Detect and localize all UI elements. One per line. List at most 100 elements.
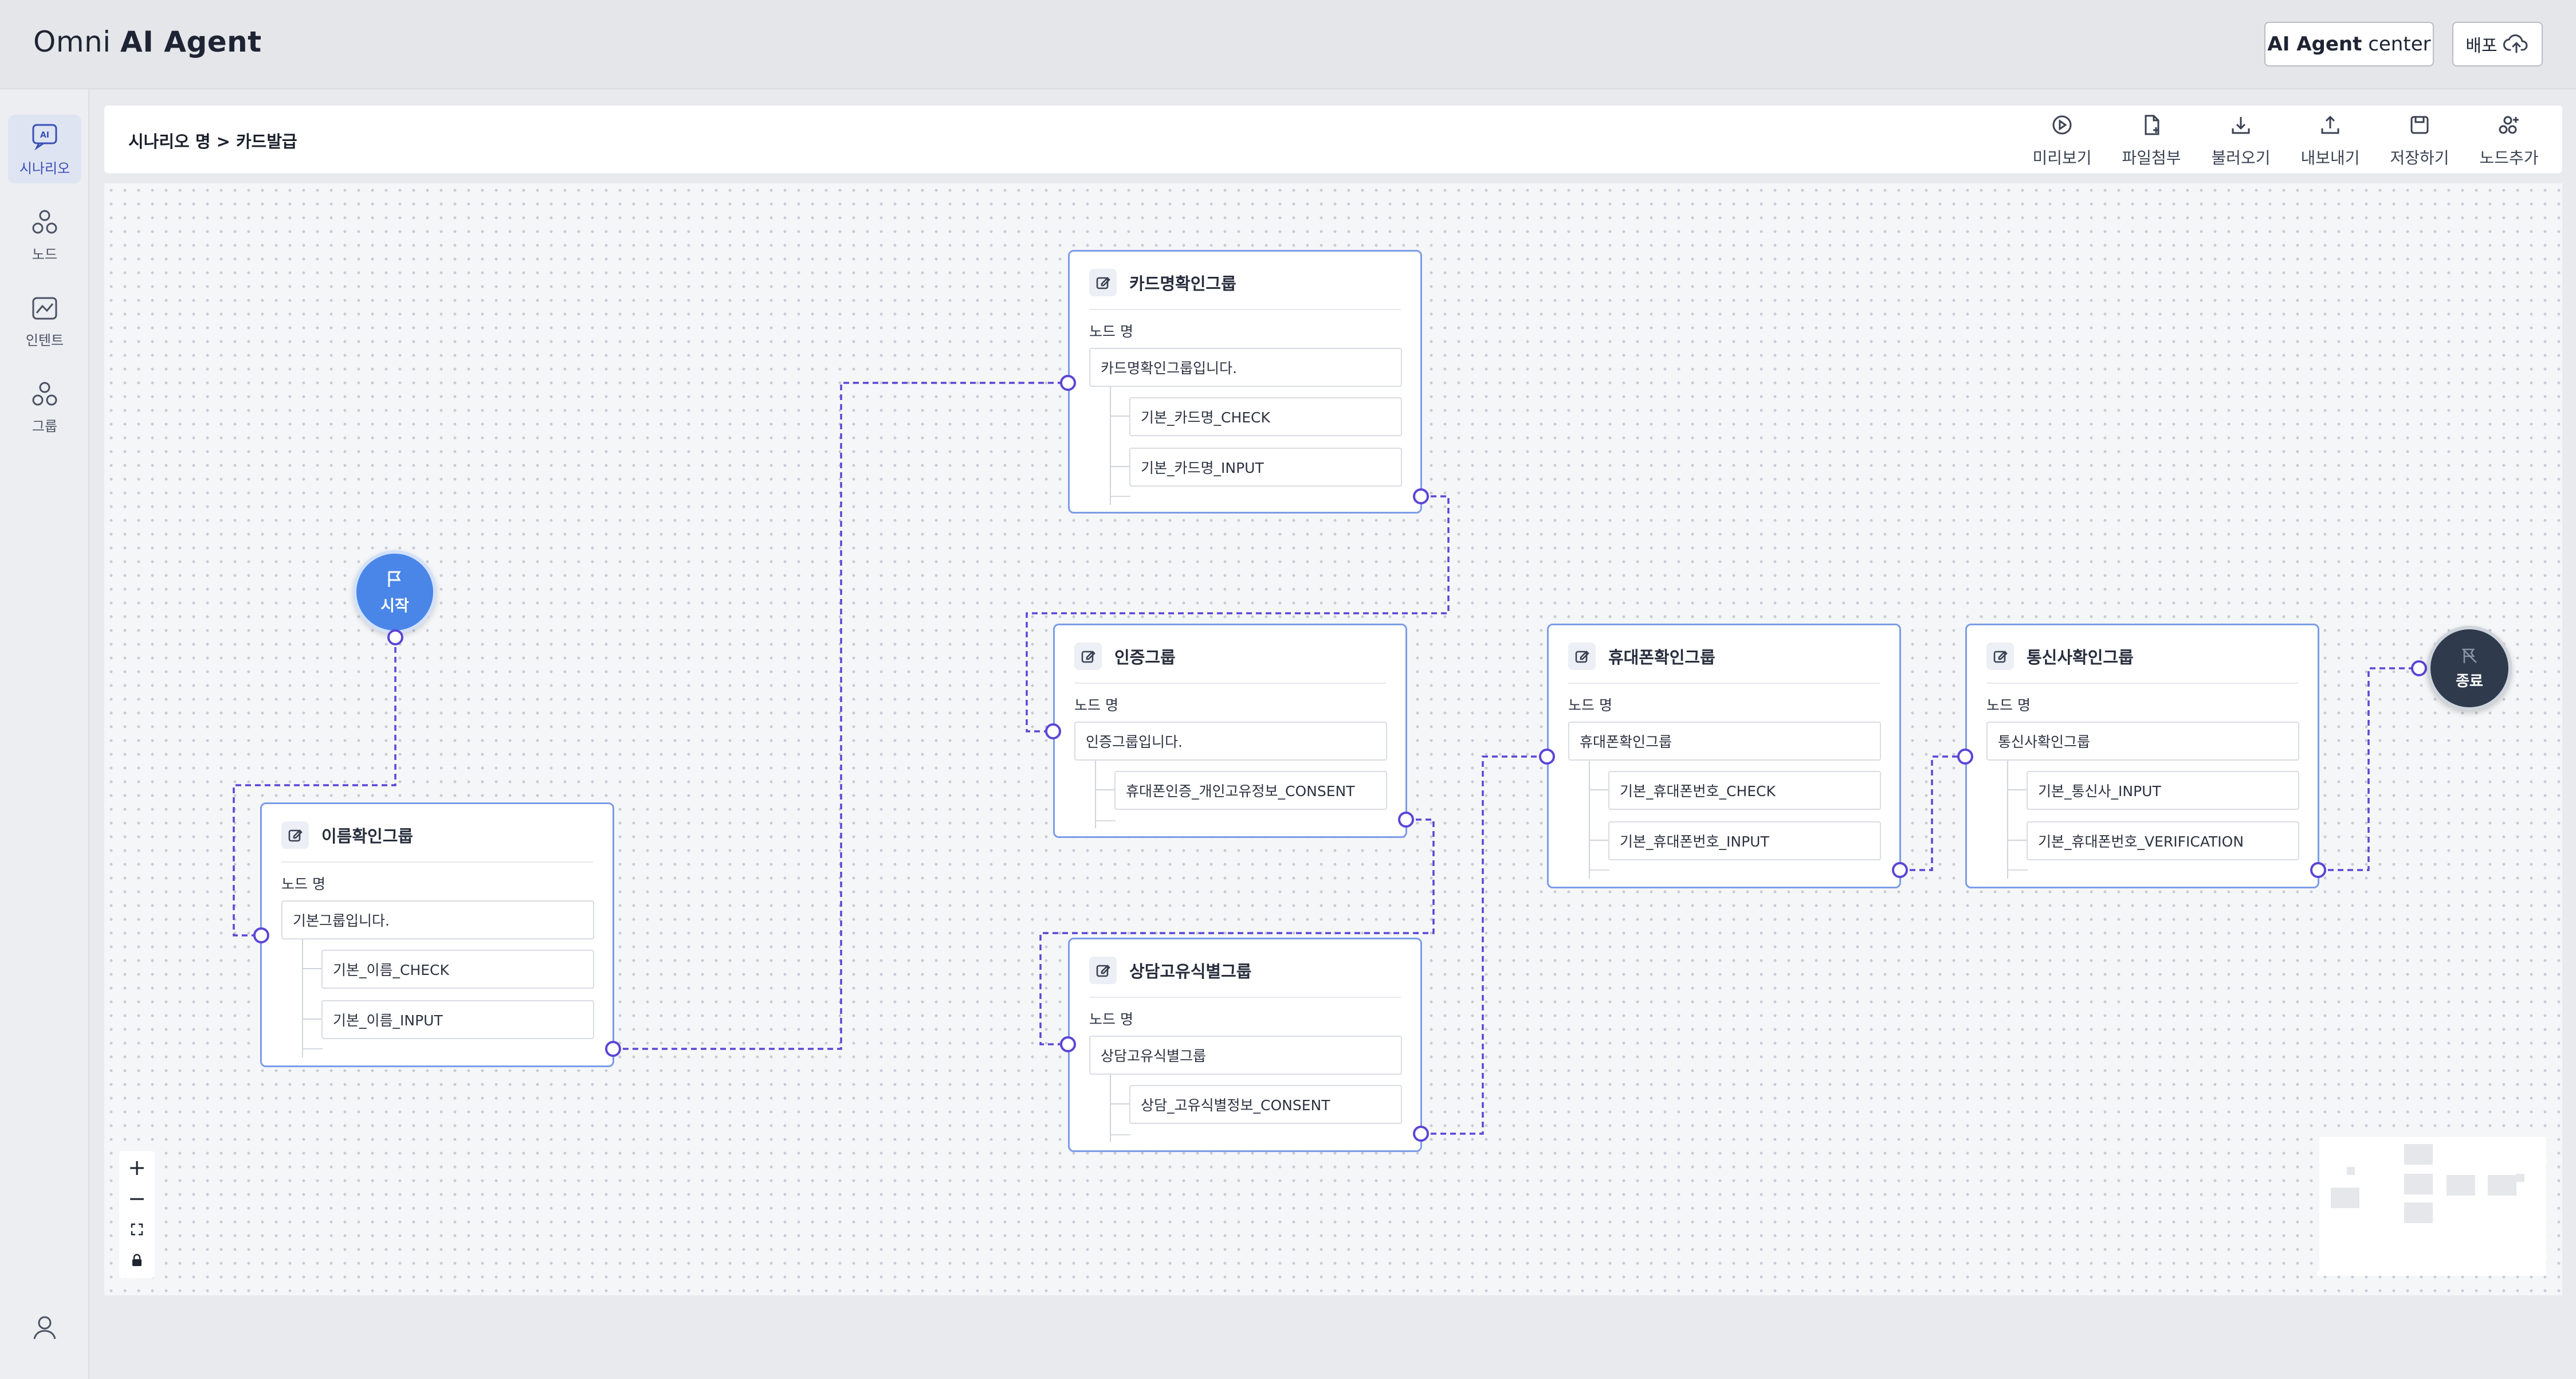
child-node-item[interactable]: 기본_이름_INPUT [321,1000,594,1039]
zoom-out-button[interactable]: − [128,1186,146,1211]
sidebar-item-scenario[interactable]: AI 시나리오 [8,115,81,183]
output-port[interactable] [1398,812,1414,828]
flag-icon [388,571,401,587]
child-node-item[interactable]: 기본_휴대폰번호_INPUT [1608,821,1881,860]
output-port[interactable] [1413,1126,1429,1142]
child-node-item[interactable]: 휴대폰인증_개인고유정보_CONSENT [1114,771,1387,810]
child-node-item[interactable]: 기본_카드명_CHECK [1129,397,1402,436]
app-logo: Omni AI Agent [33,25,262,58]
file-add-icon [2145,115,2159,135]
deploy-button[interactable]: 배포 [2452,22,2543,66]
node-name-field[interactable]: 기본그룹입니다. [281,900,594,939]
output-port[interactable] [605,1041,621,1057]
edit-icon[interactable] [1089,957,1117,984]
input-port[interactable] [1060,1036,1076,1052]
node-title: 인증그룹 [1114,648,1176,667]
input-port[interactable] [253,927,269,943]
ai-chat-icon: AI [32,124,57,150]
node-name-field[interactable]: 카드명확인그룹입니다. [1089,348,1402,387]
fit-view-button[interactable] [119,1214,155,1245]
chart-icon [32,297,57,319]
sidebar-label: 노드 [32,246,58,263]
end-input-port[interactable] [2411,660,2427,676]
start-output-port[interactable] [387,629,403,645]
tree-tail [2008,869,2028,871]
node-header: 인증그룹 [1074,643,1176,670]
preview-button[interactable]: 미리보기 [2025,113,2099,169]
sidebar-item-node[interactable]: 노드 [8,201,81,269]
node-name-label: 노드 명 [1568,697,1612,714]
deploy-label: 배포 [2465,36,2498,56]
input-port[interactable] [1957,749,1973,765]
node-carrier-check-group[interactable]: 통신사확인그룹 노드 명 통신사확인그룹 기본_통신사_INPUT 기본_휴대폰… [1965,624,2319,888]
minimap[interactable] [2319,1137,2546,1271]
node-divider [1568,683,1880,684]
edit-icon[interactable] [1089,269,1117,296]
export-button[interactable]: 내보내기 [2293,113,2367,169]
lock-button[interactable] [119,1245,155,1276]
user-icon[interactable] [30,1313,60,1342]
output-port[interactable] [1892,862,1908,878]
zoom-in-button[interactable]: + [128,1155,146,1180]
minimap-node [2331,1188,2359,1208]
zoom-controls: + − [119,1151,155,1278]
output-port[interactable] [2310,862,2326,878]
node-name-field[interactable]: 상담고유식별그룹 [1089,1036,1402,1075]
node-name-check-group[interactable]: 이름확인그룹 노드 명 기본그룹입니다. 기본_이름_CHECK 기본_이름_I… [260,802,614,1067]
tree-line [1589,761,1590,879]
node-name-field[interactable]: 통신사확인그룹 [1986,722,2299,761]
attach-file-button[interactable]: 파일첨부 [2114,113,2189,169]
sidebar: AI 시나리오 노드 인텐트 그룹 [0,89,89,1379]
logo-strong: AI Agent [120,25,262,58]
node-name-label: 노드 명 [1089,1011,1133,1028]
input-port[interactable] [1060,375,1076,391]
ai-agent-center-button[interactable]: AI Agent center [2264,22,2434,66]
child-node-item[interactable]: 기본_통신사_INPUT [2027,771,2299,810]
tree-branch [302,1018,321,1020]
edit-icon[interactable] [281,821,309,849]
node-name-label: 노드 명 [1074,697,1118,714]
import-button[interactable]: 불러오기 [2204,113,2278,169]
node-title: 통신사확인그룹 [2027,648,2134,667]
group-icon [32,382,57,405]
input-port[interactable] [1045,723,1061,739]
node-name-field[interactable]: 휴대폰확인그룹 [1568,722,1881,761]
minimap-scrollbar[interactable] [2317,1271,2546,1276]
node-card-name-check-group[interactable]: 카드명확인그룹 노드 명 카드명확인그룹입니다. 기본_카드명_CHECK 기본… [1068,250,1422,514]
input-port[interactable] [1539,749,1555,765]
node-title: 휴대폰확인그룹 [1608,648,1715,667]
sidebar-label: 인텐트 [25,332,64,348]
download-icon [2232,117,2250,134]
tool-label: 저장하기 [2390,148,2449,167]
sidebar-item-group[interactable]: 그룹 [8,373,81,441]
minimap-start [2347,1167,2355,1175]
node-auth-group[interactable]: 인증그룹 노드 명 인증그룹입니다. 휴대폰인증_개인고유정보_CONSENT [1053,624,1407,838]
child-node-item[interactable]: 기본_카드명_INPUT [1129,448,1402,487]
node-header: 상담고유식별그룹 [1089,957,1251,984]
node-divider [281,861,593,863]
save-button[interactable]: 저장하기 [2382,113,2457,169]
sidebar-item-intent[interactable]: 인텐트 [8,287,81,355]
minimap-node [2488,1175,2516,1196]
node-consult-id-group[interactable]: 상담고유식별그룹 노드 명 상담고유식별그룹 상담_고유식별정보_CONSENT [1068,938,1422,1152]
tool-label: 내보내기 [2300,148,2360,167]
node-name-field[interactable]: 인증그룹입니다. [1074,722,1387,761]
child-node-item[interactable]: 기본_휴대폰번호_VERIFICATION [2027,821,2299,860]
tree-tail [1111,1134,1130,1135]
play-icon [2052,115,2072,135]
fit-view-icon [131,1223,143,1236]
start-label: 시작 [380,597,409,615]
edit-icon[interactable] [1986,643,2014,670]
start-node[interactable]: 시작 [353,550,437,634]
add-node-button[interactable]: 노드추가 [2472,113,2546,169]
child-node-item[interactable]: 기본_휴대폰번호_CHECK [1608,771,1881,810]
edit-icon[interactable] [1568,643,1596,670]
node-phone-check-group[interactable]: 휴대폰확인그룹 노드 명 휴대폰확인그룹 기본_휴대폰번호_CHECK 기본_휴… [1547,624,1901,888]
child-node-item[interactable]: 기본_이름_CHECK [321,950,594,989]
save-icon [2410,116,2429,134]
edit-icon[interactable] [1074,643,1102,670]
output-port[interactable] [1413,488,1429,504]
child-node-item[interactable]: 상담_고유식별정보_CONSENT [1129,1085,1402,1124]
tool-label: 미리보기 [2032,148,2092,167]
end-node[interactable]: 종료 [2427,626,2512,711]
